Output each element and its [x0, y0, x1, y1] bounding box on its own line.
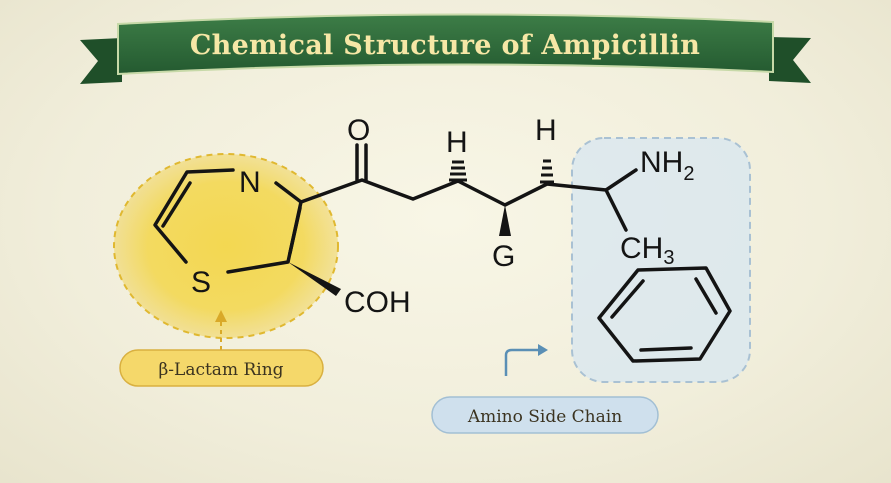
g-substituent: G: [492, 240, 515, 273]
arrow-head-icon: [215, 310, 227, 322]
oxygen-atom: O: [347, 114, 370, 147]
carbon-chain: [299, 143, 638, 232]
thiazine-ring: [153, 168, 303, 274]
methyl-group: CH3: [620, 232, 674, 269]
side-chain-label: [431, 396, 659, 434]
title-banner: Chemical Structure of Ampicillin: [80, 13, 811, 84]
beta-lactam-label: [119, 349, 324, 387]
hash-bond: [540, 159, 554, 184]
benzene-ring: [597, 266, 732, 363]
page-title: Chemical Structure of Ampicillin: [190, 30, 700, 61]
arrow-right-icon: [538, 344, 548, 356]
wedge-bond: [288, 262, 341, 296]
carboxyl-group: COH: [344, 286, 411, 319]
sulfur-atom: S: [191, 266, 211, 299]
hydrogen-atom-2: H: [535, 114, 557, 147]
beta-lactam-text: β-Lactam Ring: [158, 360, 283, 380]
wedge-bond-g: [499, 205, 511, 236]
side-chain-pointer: [504, 348, 540, 376]
amino-group: NH2: [640, 146, 694, 185]
side-chain-highlight: [571, 137, 751, 383]
hydrogen-atom-1: H: [446, 126, 468, 159]
nitrogen-atom: N: [239, 166, 261, 199]
side-chain-text: Amino Side Chain: [467, 407, 622, 427]
hash-bond: [449, 160, 467, 182]
beta-lactam-highlight: [113, 153, 339, 339]
